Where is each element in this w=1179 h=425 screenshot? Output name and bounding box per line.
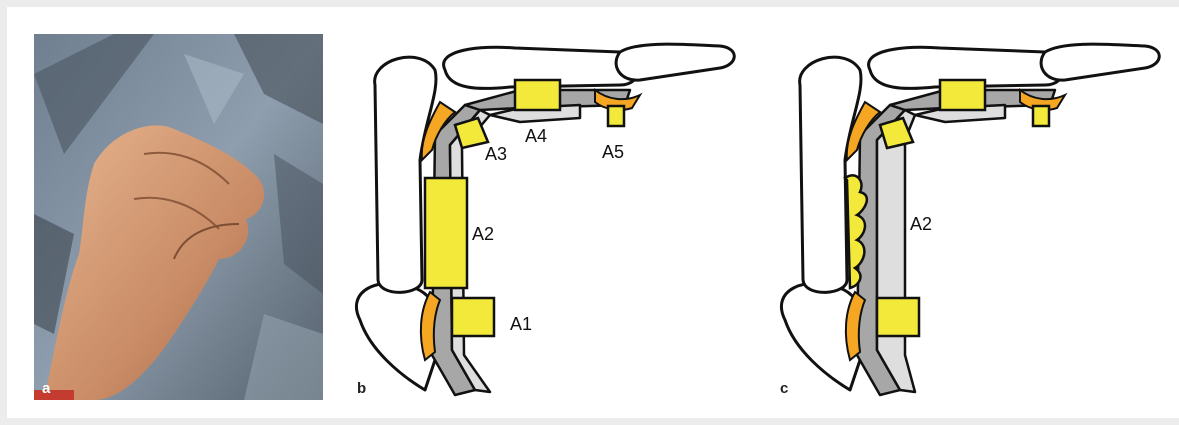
panel-letter-b: b [357,380,366,397]
finger-diagram-c: A2 [765,30,1165,400]
label-a5: A5 [602,142,624,162]
pulley-a1-c [877,298,919,336]
pulley-a5 [608,106,624,126]
pulley-a2 [425,178,467,288]
pulley-a1 [452,298,494,336]
pulley-a4 [515,80,560,110]
panel-letter-c: c [780,380,788,397]
label-a2-c: A2 [910,214,932,234]
pulley-a5-c [1033,106,1049,126]
label-a4: A4 [525,126,547,146]
climbing-hand-photo [34,34,323,400]
label-a3: A3 [485,144,507,164]
panel-letter-a: a [42,380,50,397]
pulley-a4-c [940,80,985,110]
finger-diagram-b: A1 A2 A3 A4 A5 [340,30,740,400]
label-a1: A1 [510,314,532,334]
label-a2: A2 [472,224,494,244]
